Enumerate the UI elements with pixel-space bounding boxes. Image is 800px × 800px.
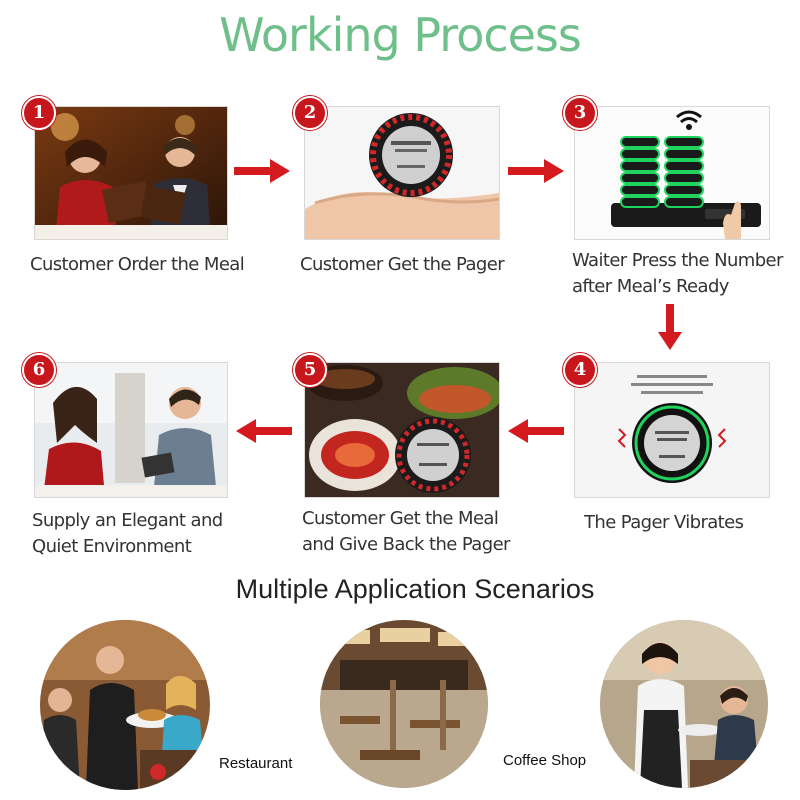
couple-dining-photo	[34, 362, 228, 498]
step-caption-line: after Meal’s Ready	[572, 276, 729, 297]
section-title: Multiple Application Scenarios	[235, 574, 595, 604]
step-caption-5: Customer Get the Meal and Give Back the …	[302, 506, 532, 558]
arrow-down-icon	[658, 304, 682, 350]
step-badge-1: 1	[22, 96, 56, 130]
step-badge-3: 3	[563, 96, 597, 130]
step-caption-2: Customer Get the Pager	[300, 252, 530, 278]
hand-holding-pager-photo	[304, 106, 500, 240]
food-court-scene-photo	[320, 620, 488, 788]
step-caption-1: Customer Order the Meal	[30, 252, 250, 278]
step-badge-2: 2	[293, 96, 327, 130]
step-caption-line: Supply an Elegant and	[32, 510, 223, 531]
wifi-icon	[676, 110, 702, 130]
step-caption-4: The Pager Vibrates	[584, 510, 784, 536]
step-caption-line: Quiet Environment	[32, 536, 192, 557]
arrow-right-icon	[234, 159, 290, 183]
diners-reading-menu-photo	[34, 106, 228, 240]
restaurant-scene-photo	[40, 620, 210, 790]
step-caption-line: The Pager Vibrates	[584, 512, 744, 533]
step-badge-5: 5	[293, 353, 327, 387]
pager-stack-charger-photo	[574, 106, 770, 240]
arrow-right-icon	[508, 159, 564, 183]
arrow-left-icon	[236, 419, 292, 443]
step-caption-line: and Give Back the Pager	[302, 534, 510, 555]
step-caption-line: Customer Get the Pager	[300, 254, 505, 275]
step-badge-6: 6	[22, 353, 56, 387]
scenario-label-coffee-shop: Coffee Shop	[503, 752, 587, 769]
vibrating-pager-photo	[574, 362, 770, 498]
step-caption-line: Waiter Press the Number	[572, 250, 783, 271]
step-caption-line: Customer Get the Meal	[302, 508, 499, 529]
page-title: Working Process	[219, 8, 582, 62]
step-caption-line: Customer Order the Meal	[30, 254, 245, 275]
coffee-shop-scene-photo	[600, 620, 768, 788]
step-caption-3: Waiter Press the Number after Meal’s Rea…	[572, 248, 798, 300]
arrow-left-icon	[508, 419, 564, 443]
step-badge-4: 4	[563, 353, 597, 387]
scenario-label-restaurant: Restaurant	[219, 755, 293, 772]
step-caption-6: Supply an Elegant and Quiet Environment	[32, 508, 262, 560]
food-with-pager-photo	[304, 362, 500, 498]
